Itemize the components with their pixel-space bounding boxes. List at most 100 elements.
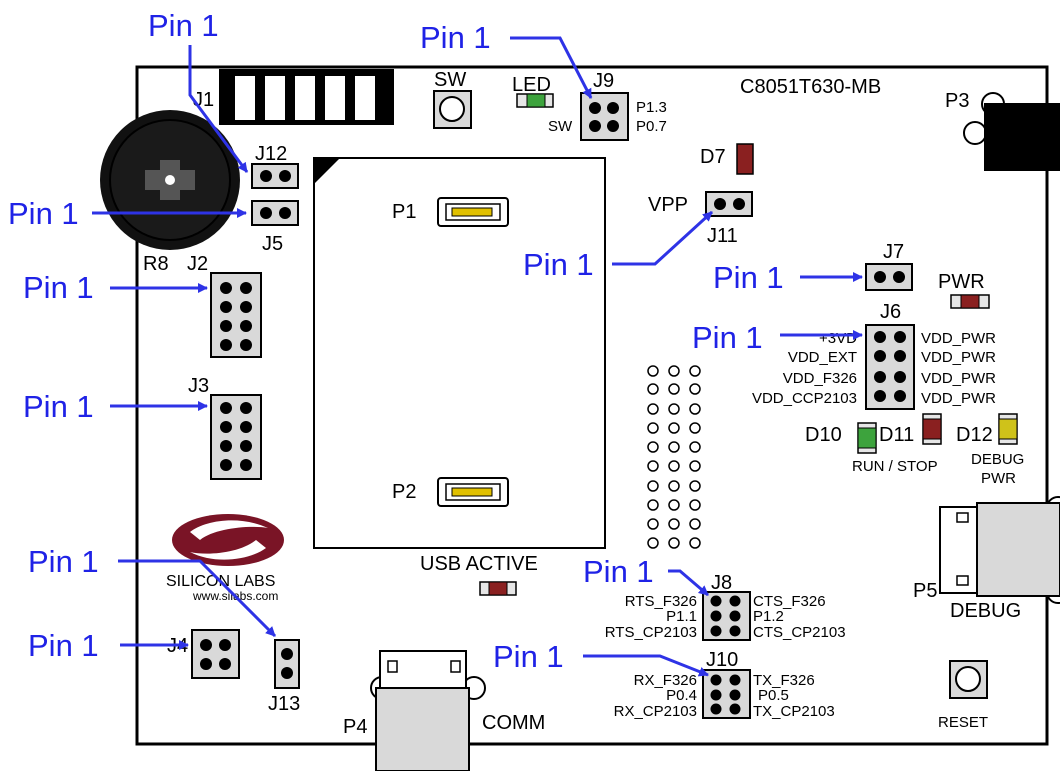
pin1-callout-j3: Pin 1 (23, 389, 208, 424)
svg-text:Pin 1: Pin 1 (8, 196, 79, 231)
led-label: LED (512, 74, 551, 96)
j6-left-0: +3VD (819, 330, 857, 347)
j13-header (274, 639, 300, 689)
svg-text:Pin 1: Pin 1 (493, 639, 564, 674)
svg-text:Pin 1: Pin 1 (692, 320, 763, 355)
pin1-callout-j7: Pin 1 (713, 260, 863, 295)
svg-text:Pin 1: Pin 1 (583, 554, 654, 589)
j10-left-0: RX_F326 (634, 672, 697, 689)
usb-active-label: USB ACTIVE (420, 553, 538, 575)
pin-grid (647, 365, 701, 549)
pin1-callout-j6: Pin 1 (692, 320, 863, 355)
svg-text:Pin 1: Pin 1 (713, 260, 784, 295)
p4-label: P4 (343, 716, 367, 738)
board-title: C8051T630-MB (740, 76, 881, 98)
pin1-callout-j11: Pin 1 (523, 210, 714, 282)
p1-usb-port[interactable] (437, 197, 509, 227)
svg-text:Pin 1: Pin 1 (28, 544, 99, 579)
p5-usb-connector[interactable] (939, 496, 1060, 604)
j8-right-1: P1.2 (753, 608, 784, 625)
j10-header (702, 669, 751, 719)
pin1-callout-j12: Pin 1 (148, 8, 249, 173)
j9-p07-label: P0.7 (636, 118, 667, 135)
j6-right-2: VDD_PWR (921, 370, 996, 387)
pin1-callout-j13: Pin 1 (28, 544, 277, 638)
reset-label: RESET (938, 714, 988, 731)
j8-left-1: P1.1 (666, 608, 697, 625)
j6-left-2: VDD_F326 (783, 370, 857, 387)
j2-header (210, 272, 262, 358)
p3-jack (984, 103, 1060, 171)
pwr-label: PWR (938, 271, 985, 293)
j8-label: J8 (711, 572, 732, 594)
pin1-callout-j4: Pin 1 (28, 628, 189, 663)
j6-label: J6 (880, 301, 901, 323)
d11-label: D11 (879, 424, 914, 446)
j5-label: J5 (262, 233, 283, 255)
j8-left-0: RTS_F326 (625, 593, 697, 610)
j3-header (210, 394, 262, 480)
j1-connector (219, 69, 394, 125)
sw-small-label: SW (548, 118, 573, 135)
pin1-callout-j10: Pin 1 (493, 639, 709, 677)
p4-usb-connector[interactable] (370, 650, 486, 771)
j10-label: J10 (706, 649, 738, 671)
p2-label: P2 (392, 481, 416, 503)
svg-text:Pin 1: Pin 1 (28, 628, 99, 663)
d7-label: D7 (700, 146, 726, 168)
potentiometer-r8 (100, 110, 240, 250)
j6-left-1: VDD_EXT (788, 349, 857, 366)
vpp-label: VPP (648, 194, 688, 216)
j5-header (251, 200, 299, 226)
pin1-callout-j5: Pin 1 (8, 196, 247, 231)
j3-label: J3 (188, 375, 209, 397)
j4-header (191, 629, 240, 679)
pin1-callout-j9: Pin 1 (420, 20, 593, 99)
j8-right-0: CTS_F326 (753, 593, 826, 610)
j10-left-1: P0.4 (666, 687, 697, 704)
j6-right-1: VDD_PWR (921, 349, 996, 366)
j8-header (702, 591, 751, 641)
j8-right-2: CTS_CP2103 (753, 624, 846, 641)
j1-label: J1 (193, 89, 214, 111)
j11-header (705, 191, 753, 217)
svg-text:Pin 1: Pin 1 (420, 20, 491, 55)
p5-label: P5 (913, 580, 937, 602)
debug-pwr-label-2: PWR (981, 470, 1016, 487)
j9-label: J9 (593, 70, 614, 92)
j6-header (865, 324, 915, 410)
j13-label: J13 (268, 693, 300, 715)
j2-label: J2 (187, 253, 208, 275)
d12-label: D12 (956, 424, 993, 446)
d10-label: D10 (805, 424, 842, 446)
svg-text:Pin 1: Pin 1 (148, 8, 219, 43)
j9-header (580, 92, 629, 141)
r8-label: R8 (143, 253, 169, 275)
j6-left-3: VDD_CCP2103 (752, 390, 857, 407)
j7-header (865, 263, 913, 291)
pin1-callout-j8: Pin 1 (583, 554, 709, 597)
silicon-labs-logo (172, 514, 284, 566)
j10-left-2: RX_CP2103 (614, 703, 697, 720)
j10-right-1: P0.5 (758, 687, 789, 704)
j6-right-3: VDD_PWR (921, 390, 996, 407)
j9-p13-label: P1.3 (636, 99, 667, 116)
comm-label: COMM (482, 712, 545, 734)
j12-label: J12 (255, 143, 287, 165)
svg-text:Pin 1: Pin 1 (523, 247, 594, 282)
j6-right-0: VDD_PWR (921, 330, 996, 347)
j10-right-0: TX_F326 (753, 672, 815, 689)
j7-label: J7 (883, 241, 904, 263)
sw-label: SW (434, 69, 466, 91)
j12-header (251, 163, 299, 189)
d7-led (736, 143, 754, 175)
pin1-callout-j2: Pin 1 (23, 270, 208, 305)
debug-pwr-label-1: DEBUG (971, 451, 1024, 468)
p1-label: P1 (392, 201, 416, 223)
run-stop-label: RUN / STOP (852, 458, 938, 475)
j11-label: J11 (707, 225, 738, 247)
j10-right-2: TX_CP2103 (753, 703, 835, 720)
j8-left-2: RTS_CP2103 (605, 624, 697, 641)
p2-usb-port[interactable] (437, 477, 509, 507)
